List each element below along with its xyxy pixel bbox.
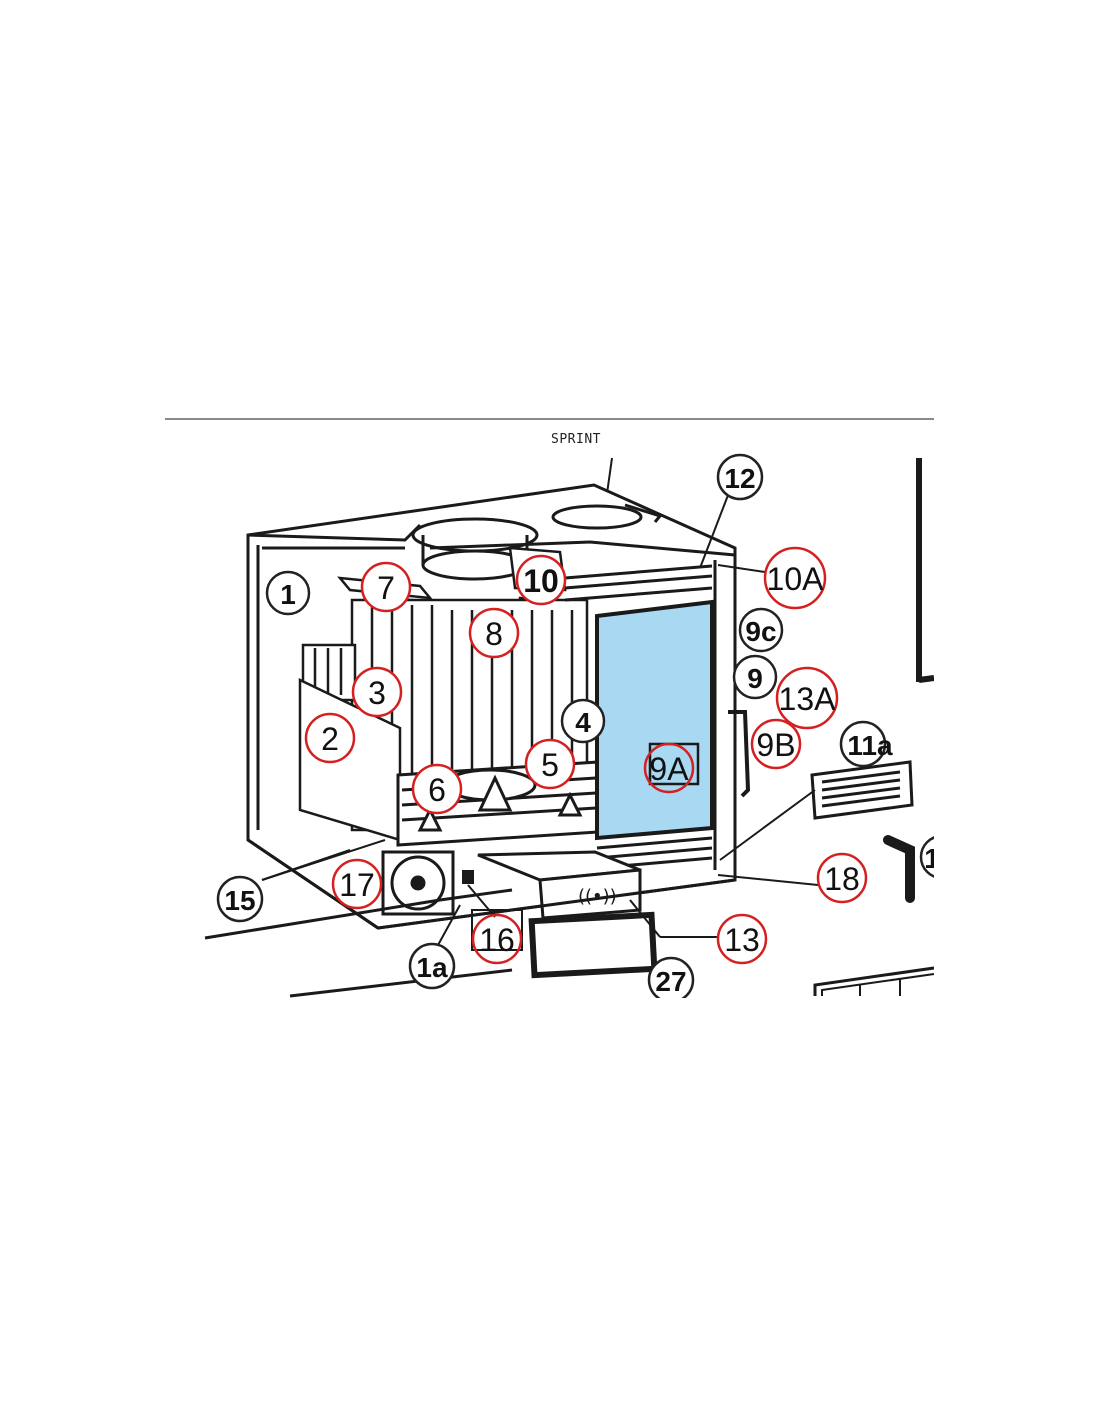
callout-9: 9: [732, 654, 778, 700]
callout-7: 7: [360, 561, 412, 613]
leader-lines: [261, 489, 819, 957]
switch: [462, 870, 474, 884]
callout-9a: 9A: [643, 742, 695, 794]
callout-1a: 1a: [408, 942, 456, 990]
callout-18: 18: [816, 852, 868, 904]
door-top-trim: [564, 564, 713, 602]
callout-15: 15: [216, 875, 264, 923]
callout-27: 27: [647, 956, 695, 1004]
figure-bottom-mask: [0, 998, 1100, 1018]
callout-11a: 11a: [839, 720, 893, 768]
drawer-gasket: [528, 911, 658, 979]
callout-16-label: 16: [479, 922, 515, 958]
air-grille: [810, 760, 914, 820]
callout-2-label: 2: [321, 721, 339, 757]
callout-7-label: 7: [377, 570, 395, 606]
stove-base: [204, 838, 736, 998]
switch-outline: [471, 909, 523, 951]
callout-17-label: 17: [339, 867, 375, 903]
callout-9b: 9B: [750, 718, 802, 770]
callout-6: 6: [411, 763, 463, 815]
ash-drawer: ((•)): [477, 850, 642, 920]
callout-15-label: 15: [224, 885, 255, 916]
callout-9a-label: 9A: [649, 751, 689, 787]
callout-11a-label: 11a: [847, 730, 893, 761]
callout-12: 12: [716, 453, 764, 501]
callout-5: 5: [524, 738, 576, 790]
door-handle: [728, 710, 751, 798]
callout-5-label: 5: [541, 747, 559, 783]
callout-2: 2: [304, 712, 356, 764]
adjacent-parts: [813, 458, 935, 996]
callout-12-label: 12: [724, 463, 755, 494]
diagram-caption: SPRINT: [551, 432, 601, 447]
callout-3-label: 3: [368, 675, 386, 711]
separator-line: [165, 418, 934, 420]
svg-text:((•)): ((•)): [578, 886, 617, 907]
callout-10: 10: [515, 554, 567, 606]
callout-9-label: 9: [747, 663, 763, 694]
figure-right-mask: [934, 440, 1100, 1000]
callout-1-label: 1: [280, 579, 296, 610]
callout-4: 4: [560, 698, 606, 744]
callout-8: 8: [468, 607, 520, 659]
callout-27-label: 27: [655, 966, 686, 997]
callout-9b-label: 9B: [756, 727, 795, 763]
callout-8-label: 8: [485, 616, 503, 652]
callout-4-label: 4: [575, 707, 591, 738]
callout-13a: 13A: [775, 666, 839, 730]
callout-9c: 9c: [738, 607, 784, 653]
callout-13a-label: 13A: [779, 681, 837, 717]
callout-10a-label: 10A: [767, 561, 825, 597]
callout-18-label: 18: [824, 861, 860, 897]
callout-10a: 10A: [763, 546, 827, 610]
callout-13: 13: [716, 913, 768, 965]
callout-3: 3: [351, 666, 403, 718]
callout-16: 16: [471, 913, 523, 965]
callout-1: 1: [265, 570, 311, 616]
callout-13-label: 13: [724, 922, 760, 958]
callout-17: 17: [331, 858, 383, 910]
callout-9c-label: 9c: [745, 616, 776, 647]
callout-10-label: 10: [523, 563, 559, 599]
callout-6-label: 6: [428, 772, 446, 808]
callout-1a-label: 1a: [416, 952, 448, 983]
door-glass: [595, 599, 714, 841]
